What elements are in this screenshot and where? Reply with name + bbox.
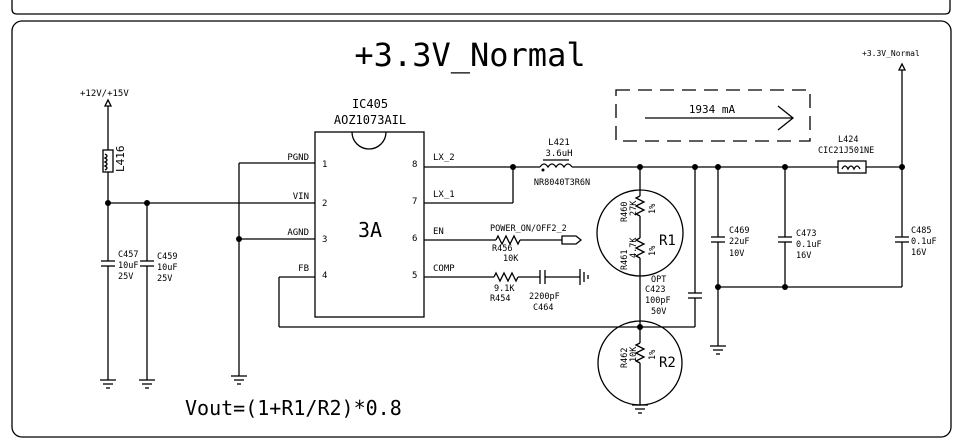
c473-value: 0.1uF bbox=[796, 240, 822, 250]
l416-label: L416 bbox=[114, 146, 127, 173]
c464-value: 2200pF bbox=[529, 292, 560, 302]
c469-voltage: 10V bbox=[729, 249, 744, 259]
r462-tol: 1% bbox=[648, 350, 658, 360]
output-rail-label: +3.3V_Normal bbox=[862, 49, 920, 58]
r454-symbol bbox=[493, 271, 519, 283]
ground-icon bbox=[231, 375, 247, 385]
r461-symbol bbox=[634, 237, 646, 259]
ic-body bbox=[314, 131, 425, 318]
pin-num-1: 1 bbox=[322, 160, 327, 170]
c469-value: 22uF bbox=[729, 237, 749, 247]
ground-icon bbox=[100, 379, 116, 389]
power-on-port bbox=[561, 235, 583, 245]
junction-agnd bbox=[236, 236, 242, 242]
c459-value: 10uF bbox=[157, 263, 177, 273]
r462-ref: R462 bbox=[620, 348, 630, 368]
page-title: +3.3V_Normal bbox=[354, 36, 585, 74]
c473-ref: C473 bbox=[796, 229, 816, 239]
current-arrowhead bbox=[777, 105, 795, 131]
ic-notch bbox=[351, 131, 387, 150]
c459-ref: C459 bbox=[157, 252, 177, 262]
c457-value: 10uF bbox=[118, 261, 138, 271]
r456-ref: R456 bbox=[492, 244, 512, 254]
c457-voltage: 25V bbox=[118, 272, 133, 282]
l421-ref: L421 bbox=[548, 138, 570, 148]
c423-opt: OPT bbox=[651, 275, 666, 285]
c485-ref: C485 bbox=[911, 226, 931, 236]
top-frame bbox=[11, 0, 951, 15]
pin-num-2: 2 bbox=[322, 199, 327, 209]
output-rail-symbol bbox=[897, 62, 907, 71]
l421-value: 3.6uH bbox=[545, 149, 572, 159]
pin-name-en: EN bbox=[433, 227, 444, 237]
formula: Vout=(1+R1/R2)*0.8 bbox=[185, 396, 402, 420]
pin-name-agnd: AGND bbox=[287, 228, 309, 238]
pin-name-pgnd: PGND bbox=[287, 153, 309, 163]
pin-num-5: 5 bbox=[412, 271, 417, 281]
current-value: 1934 mA bbox=[689, 103, 736, 116]
c469-ref: C469 bbox=[729, 226, 749, 236]
ground-icon bbox=[632, 404, 648, 414]
r461-value: 4.7K bbox=[629, 237, 639, 258]
r461-ref: R461 bbox=[620, 250, 630, 270]
c459-voltage: 25V bbox=[157, 274, 172, 284]
r460-symbol bbox=[634, 195, 646, 217]
c485-value: 0.1uF bbox=[911, 237, 937, 247]
ground-icon bbox=[710, 345, 726, 355]
pin-name-lx2: LX_2 bbox=[433, 153, 455, 163]
pin-num-7: 7 bbox=[412, 197, 417, 207]
r461-tol: 1% bbox=[648, 246, 658, 256]
r462-value: 10K bbox=[629, 346, 639, 362]
r456-value: 10K bbox=[503, 254, 519, 264]
pin-name-fb: FB bbox=[298, 264, 309, 274]
power-on-net-label: POWER_ON/OFF2_2 bbox=[490, 224, 567, 234]
junction-lx bbox=[510, 164, 516, 170]
c423-voltage: 50V bbox=[651, 307, 666, 317]
input-rail-symbol bbox=[103, 98, 113, 107]
ground-icon bbox=[579, 269, 589, 285]
r460-value: 27K bbox=[629, 200, 639, 216]
ic-ref: IC405 bbox=[352, 97, 388, 111]
l416-symbol bbox=[102, 149, 114, 173]
input-rail-label: +12V/+15V bbox=[80, 89, 129, 99]
current-box bbox=[615, 89, 811, 142]
c464-ref: C464 bbox=[533, 303, 553, 313]
r454-value: 9.1K bbox=[494, 284, 515, 294]
ic-body-label: 3A bbox=[358, 218, 382, 242]
r454-ref: R454 bbox=[490, 294, 510, 304]
c423-ref: C423 bbox=[645, 285, 665, 295]
c473-voltage: 16V bbox=[796, 251, 811, 261]
pin-name-vin: VIN bbox=[293, 192, 309, 202]
l424-value: CIC21J501NE bbox=[818, 146, 874, 156]
l421-part: NR8040T3R6N bbox=[534, 178, 590, 188]
pin-name-comp: COMP bbox=[433, 264, 455, 274]
c423-value: 100pF bbox=[645, 296, 671, 306]
r460-tol: 1% bbox=[648, 204, 658, 214]
pin-num-4: 4 bbox=[322, 271, 327, 281]
l421-symbol bbox=[539, 163, 573, 169]
r460-ref: R460 bbox=[620, 202, 630, 222]
c457-ref: C457 bbox=[118, 250, 138, 260]
pin-num-6: 6 bbox=[412, 234, 417, 244]
pin-num-3: 3 bbox=[322, 235, 327, 245]
pin-name-lx1: LX_1 bbox=[433, 190, 455, 200]
main-frame bbox=[11, 20, 952, 438]
c485-voltage: 16V bbox=[911, 248, 926, 258]
pin-num-8: 8 bbox=[412, 160, 417, 170]
ic-part: AOZ1073AIL bbox=[334, 113, 406, 127]
r1-label: R1 bbox=[659, 233, 676, 249]
l424-ref: L424 bbox=[838, 135, 858, 145]
r456-symbol bbox=[495, 234, 521, 246]
r462-symbol bbox=[634, 342, 646, 364]
r2-label: R2 bbox=[659, 355, 676, 371]
ground-icon bbox=[139, 379, 155, 389]
